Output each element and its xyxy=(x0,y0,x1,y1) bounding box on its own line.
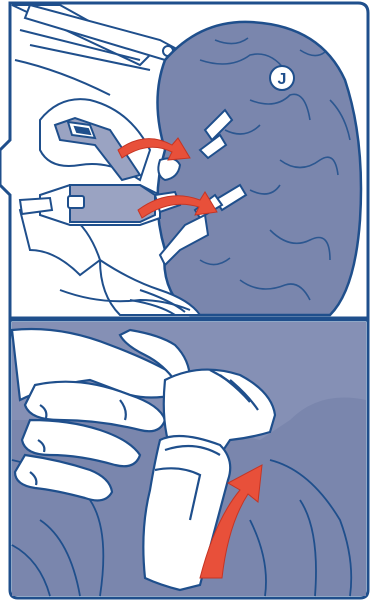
seat-cushion xyxy=(158,22,362,315)
callout-j: J xyxy=(270,66,294,90)
bottom-panel xyxy=(10,320,368,598)
callout-label: J xyxy=(278,71,287,88)
top-panel: J xyxy=(0,3,368,318)
